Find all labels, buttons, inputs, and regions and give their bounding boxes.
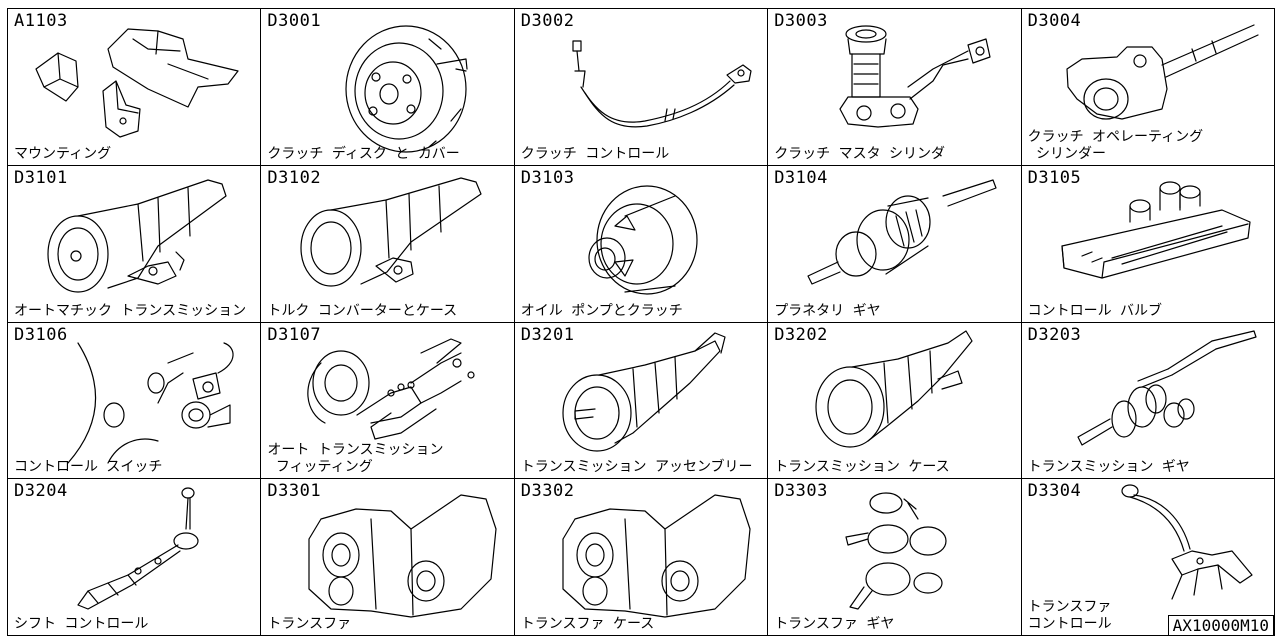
torque-converter-case-icon bbox=[300, 177, 482, 287]
part-cell-d3003[interactable]: D3003 クラッチ マスタ シリンダ bbox=[768, 9, 1022, 166]
transmission-fitting-icon bbox=[307, 337, 475, 440]
part-cell-d3102[interactable]: D3102 トルク コンバーターとケース bbox=[261, 165, 515, 323]
part-cell-d3001[interactable]: D3001 クラッチ ディスク と カバー bbox=[261, 9, 515, 166]
part-name: クラッチ ディスク と カバー bbox=[267, 145, 460, 162]
part-name: トランスミッション ギヤ bbox=[1027, 459, 1190, 476]
transfer-control-icon bbox=[1120, 484, 1253, 600]
part-name: クラッチ マスタ シリンダ bbox=[774, 145, 946, 162]
automatic-transmission-icon bbox=[47, 179, 227, 293]
part-name: クラッチ コントロール bbox=[520, 145, 670, 162]
part-code: D3302 bbox=[520, 481, 575, 502]
part-name: トルク コンバーターとケース bbox=[267, 302, 458, 319]
part-code: D3107 bbox=[267, 324, 322, 345]
part-name: トランスミッション ケース bbox=[774, 459, 950, 476]
part-cell-d3004[interactable]: D3004 クラッチ オペレーティング シリンダー bbox=[1021, 9, 1275, 166]
part-name: オート トランスミッション フィッティング bbox=[267, 442, 444, 476]
part-code: D3002 bbox=[520, 11, 575, 31]
part-cell-d3107[interactable]: D3107 オート トランスミッション フィッティング bbox=[261, 322, 515, 480]
planetary-gear-icon bbox=[807, 179, 997, 285]
part-code: D3202 bbox=[774, 324, 828, 345]
clutch-cable-icon bbox=[572, 40, 752, 128]
catalog-reference-label: AX10000M10 bbox=[1167, 615, 1274, 636]
mounting-bracket-icon bbox=[35, 28, 239, 138]
part-code: D3101 bbox=[14, 167, 68, 188]
part-code: D3105 bbox=[1027, 167, 1082, 188]
control-valve-icon bbox=[1060, 181, 1251, 279]
part-cell-d3301[interactable]: D3301 トランスファ bbox=[261, 479, 515, 636]
operating-cylinder-icon bbox=[1065, 24, 1259, 120]
transfer-gear-icon bbox=[845, 492, 947, 610]
transfer-icon bbox=[308, 494, 497, 618]
part-code: D3303 bbox=[774, 481, 828, 502]
part-name: トランスミッション アッセンブリー bbox=[520, 459, 753, 476]
part-name: クラッチ オペレーティング シリンダー bbox=[1027, 128, 1204, 162]
part-cell-a1103[interactable]: A1103 マウンティング bbox=[8, 9, 262, 166]
part-code: D3304 bbox=[1027, 481, 1082, 502]
part-cell-d3103[interactable]: D3103 オイル ポンプとクラッチ bbox=[514, 165, 769, 323]
part-code: D3203 bbox=[1027, 324, 1082, 345]
part-cell-d3202[interactable]: D3202 トランスミッション ケース bbox=[768, 322, 1022, 480]
part-code: D3102 bbox=[267, 167, 322, 188]
part-code: A1103 bbox=[14, 11, 68, 31]
part-code: D3103 bbox=[520, 167, 575, 188]
transmission-gear-icon bbox=[1076, 329, 1257, 446]
part-cell-d3204[interactable]: D3204 シフト コントロール bbox=[8, 479, 262, 636]
transmission-case-icon bbox=[815, 329, 973, 448]
part-code: D3003 bbox=[774, 11, 828, 31]
part-cell-d3201[interactable]: D3201 トランスミッション アッセンブリー bbox=[514, 322, 769, 480]
part-code: D3104 bbox=[774, 167, 828, 188]
part-name: プラネタリ ギヤ bbox=[774, 302, 881, 319]
part-cell-d3104[interactable]: D3104 プラネタリ ギヤ bbox=[768, 165, 1022, 323]
part-cell-d3303[interactable]: D3303 トランスファ ギヤ bbox=[768, 479, 1022, 636]
parts-index-grid: A1103 マウンティング D3001 クラッチ ディスク と カバー D300… bbox=[7, 8, 1275, 636]
part-cell-d3203[interactable]: D3203 トランスミッション ギヤ bbox=[1021, 322, 1275, 480]
part-cell-d3106[interactable]: D3106 コントロール スイッチ bbox=[8, 322, 262, 480]
part-code: D3106 bbox=[14, 324, 68, 345]
clutch-disc-icon bbox=[345, 25, 468, 153]
part-cell-d3101[interactable]: D3101 オートマチック トランスミッション bbox=[8, 165, 262, 323]
part-code: D3001 bbox=[267, 11, 322, 31]
part-name: トランスファ bbox=[267, 616, 352, 632]
part-cell-d3105[interactable]: D3105 コントロール バルブ bbox=[1021, 165, 1275, 323]
shift-lever-icon bbox=[77, 487, 199, 610]
part-name: マウンティング bbox=[14, 145, 112, 162]
part-cell-d3304[interactable]: D3304 トランスファ コントロール bbox=[1021, 479, 1275, 636]
part-name: オイル ポンプとクラッチ bbox=[520, 302, 683, 319]
part-cell-d3302[interactable]: D3302 トランスファ ケース bbox=[514, 479, 769, 636]
part-code: D3301 bbox=[267, 481, 322, 502]
transfer-case-icon bbox=[562, 494, 751, 618]
part-name: トランスファ ギヤ bbox=[774, 616, 895, 632]
part-code: D3201 bbox=[520, 324, 575, 345]
part-name: シフト コントロール bbox=[14, 616, 149, 632]
part-name: トランスファ コントロール bbox=[1027, 599, 1112, 632]
part-code: D3004 bbox=[1027, 11, 1082, 31]
part-code: D3204 bbox=[14, 481, 68, 502]
transmission-assembly-icon bbox=[562, 331, 726, 452]
oil-pump-icon bbox=[588, 185, 698, 295]
part-name: コントロール スイッチ bbox=[14, 459, 163, 476]
part-name: トランスファ ケース bbox=[520, 616, 655, 632]
master-cylinder-icon bbox=[839, 25, 991, 128]
part-name: オートマチック トランスミッション bbox=[14, 302, 247, 319]
part-name: コントロール バルブ bbox=[1027, 302, 1163, 319]
part-cell-d3002[interactable]: D3002 クラッチ コントロール bbox=[514, 9, 769, 166]
control-switch-icon bbox=[67, 341, 234, 464]
